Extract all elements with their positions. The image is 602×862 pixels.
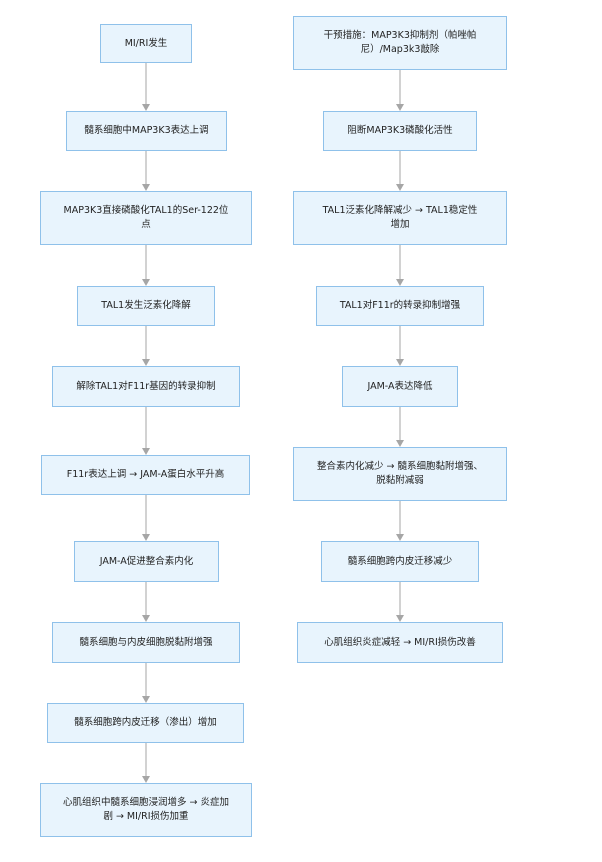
right-step-2: 阻断MAP3K3磷酸化活性 (323, 111, 477, 151)
left-step-9: 髓系细胞跨内皮迁移（渗出）增加 (47, 703, 244, 743)
right-step-4: TAL1对F11r的转录抑制增强 (316, 286, 484, 326)
right-step-6: 整合素内化减少 → 髓系细胞黏附增强、脱黏附减弱 (293, 447, 507, 501)
right-step-3: TAL1泛素化降解减少 → TAL1稳定性增加 (293, 191, 507, 245)
left-step-3: MAP3K3直接磷酸化TAL1的Ser-122位点 (40, 191, 252, 245)
left-step-7: JAM-A促进整合素内化 (74, 541, 219, 582)
right-step-8: 心肌组织炎症减轻 → MI/RI损伤改善 (297, 622, 503, 663)
right-step-1: 干预措施：MAP3K3抑制剂（帕唑帕尼）/Map3k3敲除 (293, 16, 507, 70)
left-step-1: MI/RI发生 (100, 24, 192, 63)
left-step-6: F11r表达上调 → JAM-A蛋白水平升高 (41, 455, 250, 495)
left-step-4: TAL1发生泛素化降解 (77, 286, 215, 326)
right-step-7: 髓系细胞跨内皮迁移减少 (321, 541, 479, 582)
left-step-2: 髓系细胞中MAP3K3表达上调 (66, 111, 227, 151)
left-step-8: 髓系细胞与内皮细胞脱黏附增强 (52, 622, 240, 663)
left-step-10: 心肌组织中髓系细胞浸润增多 → 炎症加剧 → MI/RI损伤加重 (40, 783, 252, 837)
right-step-5: JAM-A表达降低 (342, 366, 458, 407)
left-step-5: 解除TAL1对F11r基因的转录抑制 (52, 366, 240, 407)
